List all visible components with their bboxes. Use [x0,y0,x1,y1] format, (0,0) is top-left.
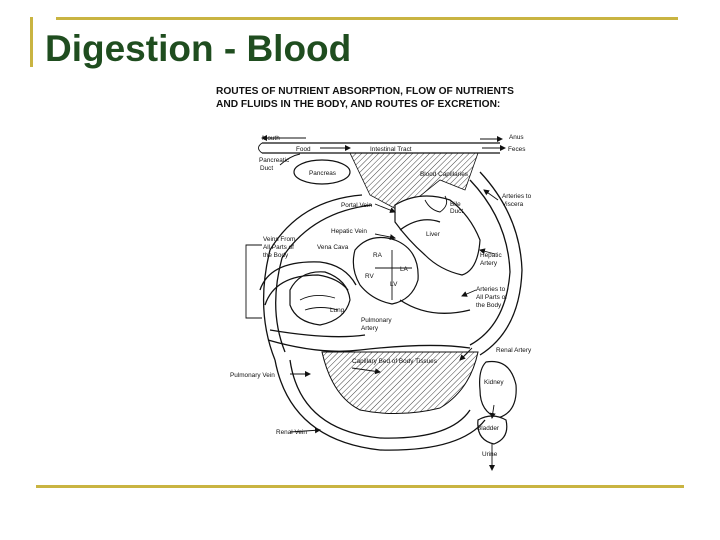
label-blood-capillaries: Blood Capillaries [420,171,468,178]
label-urine: Urine [482,451,498,458]
diagram-caption-line-2: AND FLUIDS IN THE BODY, AND ROUTES OF EX… [216,99,500,110]
circulation-diagram: ROUTES OF NUTRIENT ABSORPTION, FLOW OF N… [216,86,532,471]
label-ra: RA [373,252,383,259]
label-hepatic-vein: Hepatic Vein [331,228,367,235]
label-feces: Feces [508,146,525,153]
label-portal-vein: Portal Vein [341,202,372,209]
diagram-caption-line-1: ROUTES OF NUTRIENT ABSORPTION, FLOW OF N… [216,86,514,97]
label-pancreatic: Pancreatic [259,157,290,164]
label-veins-from-3: the Body [263,252,289,259]
label-duct: Duct [260,165,273,172]
label-veins-from-2: All Parts of [263,244,294,251]
label-lung: Lung [330,307,345,314]
capillary-bed [321,351,479,415]
label-food: Food [296,146,311,153]
label-kidney: Kidney [484,379,504,386]
pancreas [293,159,351,185]
label-arteries-to-viscera-2: Viscera [502,201,524,208]
label-pulmonary-artery: Artery [361,325,379,332]
label-renal-vein: Renal Vein [276,429,307,436]
diagram-labels: Mouth Food Intestinal Tract Anus Feces P… [230,134,532,458]
label-arteries-to-viscera-1: Arteries to [502,193,532,200]
label-capillary-bed: Capillary Bed of Body Tissues [352,358,437,365]
label-intestinal-tract: Intestinal Tract [370,146,412,153]
label-bile-duct: Duct [450,208,463,215]
label-liver: Liver [426,231,441,238]
left-accent-rule [30,17,33,67]
label-mouth: Mouth [262,135,280,142]
label-bladder: Bladder [477,425,500,432]
intestinal-tract [258,136,506,211]
lung [289,271,351,326]
label-vena-cava: Vena Cava [317,244,349,251]
top-accent-rule [56,17,678,20]
label-renal-artery: Renal Artery [496,347,532,354]
label-arteries-all-2: All Parts of [476,294,507,301]
label-pulmonary: Pulmonary [361,317,392,324]
label-lv: LV [390,281,398,288]
label-bile: Bile [450,201,461,208]
blood-vessels [245,135,523,451]
label-hepatic-artery: Artery [480,260,498,267]
label-pulmonary-vein: Pulmonary Vein [230,372,275,379]
label-pancreas: Pancreas [309,170,336,177]
heart [352,237,419,305]
label-veins-from-1: Veins From [263,236,295,243]
label-la: LA [400,266,409,273]
label-rv: RV [365,273,374,280]
label-arteries-all-1: Arteries to [476,286,506,293]
kidney [479,360,517,419]
slide-title: Digestion - Blood [45,28,352,69]
label-anus: Anus [509,134,524,141]
label-hepatic: Hepatic [480,252,502,259]
bottom-accent-rule [36,485,684,488]
label-arteries-all-3: the Body [476,302,502,309]
